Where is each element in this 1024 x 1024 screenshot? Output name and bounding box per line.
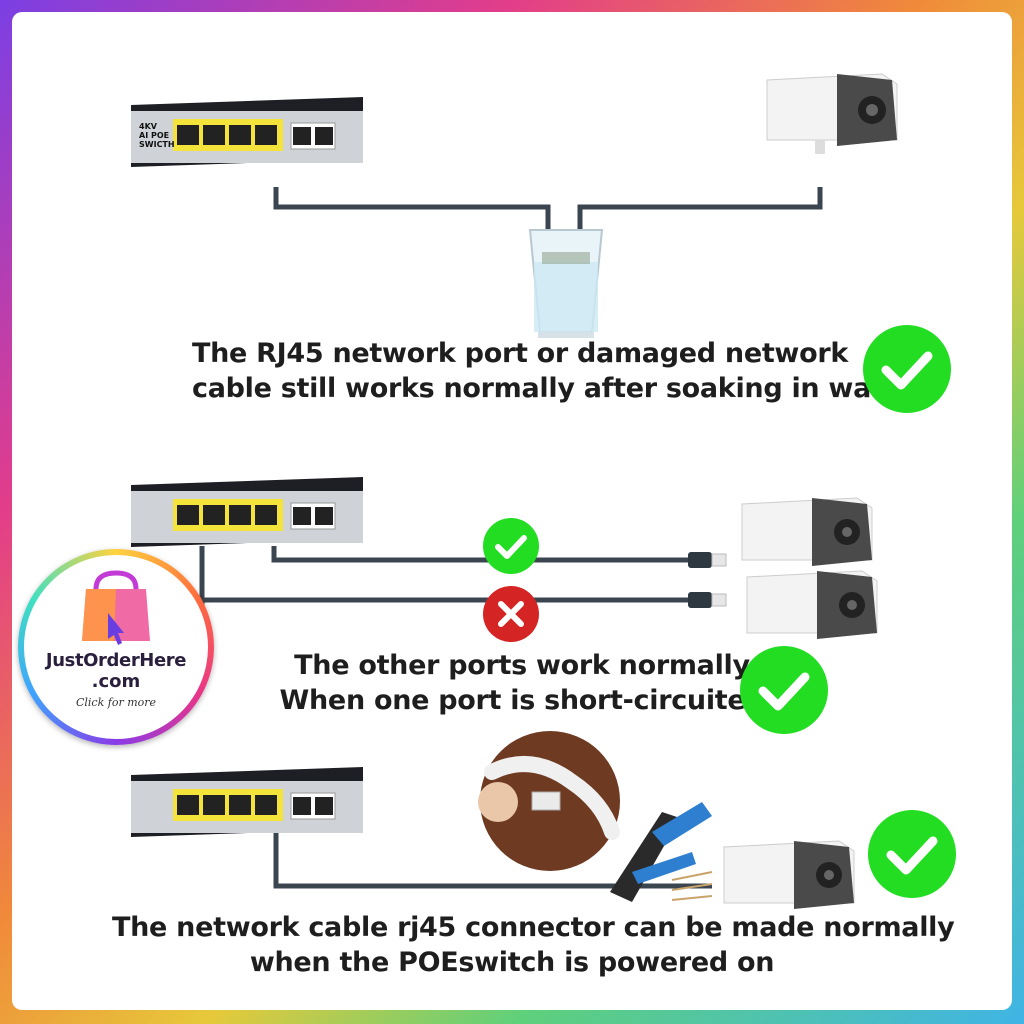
rj45-plug-head (711, 553, 727, 567)
switch-brand-4kv: 4KV (139, 122, 157, 131)
security-camera (714, 837, 859, 917)
shopping-bag-icon (82, 570, 150, 645)
port-ok-check-icon (482, 517, 540, 575)
crimping-photo (478, 731, 620, 871)
justorderhere-logo-badge[interactable]: JustOrderHere .com Click for more (18, 549, 214, 745)
caption-crimping: The network cable rj45 connector can be … (112, 910, 955, 980)
poe-switch (127, 767, 367, 837)
cable-port-shorted (199, 546, 702, 603)
check-icon (862, 324, 952, 414)
poe-switch (127, 97, 367, 167)
water-glass (528, 229, 604, 338)
rj45-plug-head (711, 593, 727, 607)
switch-brand-name: SWICTH (139, 140, 175, 149)
cable-crimp (273, 832, 712, 889)
security-camera (757, 70, 902, 155)
caption-water-test: The RJ45 network port or damaged network… (192, 336, 915, 406)
security-camera (732, 494, 877, 574)
cable-port-ok (271, 546, 702, 563)
rj45-plug (688, 552, 712, 568)
switch-brand-ai: AI POE (139, 131, 170, 140)
caption-line: When one port is short-circuited (279, 685, 765, 716)
cable-camera-to-water (577, 187, 823, 244)
logo-name: JustOrderHere (45, 650, 187, 671)
infographic-panel: 4KV AI POE SWICTH The RJ45 network port … (12, 12, 1012, 1010)
logo-domain: .com (91, 671, 141, 692)
caption-short-circuit: The other ports work normally When one p… (272, 648, 772, 718)
caption-line: cable still works normally after soaking… (192, 373, 915, 404)
caption-line: when the POEswitch is powered on (249, 947, 775, 978)
rj45-plug (688, 592, 712, 608)
crimping-tool (610, 802, 713, 902)
check-icon (739, 645, 829, 735)
caption-line: The RJ45 network port or damaged network (192, 338, 848, 369)
port-short-cross-icon (482, 585, 540, 643)
caption-line: The network cable rj45 connector can be … (112, 912, 955, 943)
logo-inner: JustOrderHere .com Click for more (24, 555, 208, 739)
check-icon (867, 809, 957, 899)
security-camera (737, 567, 882, 647)
caption-line: The other ports work normally (294, 650, 750, 681)
switch-brand: 4KV AI POE SWICTH (139, 122, 175, 149)
logo-tagline[interactable]: Click for more (75, 696, 157, 709)
poe-switch (127, 477, 367, 547)
cable-switch-to-water (273, 187, 551, 244)
